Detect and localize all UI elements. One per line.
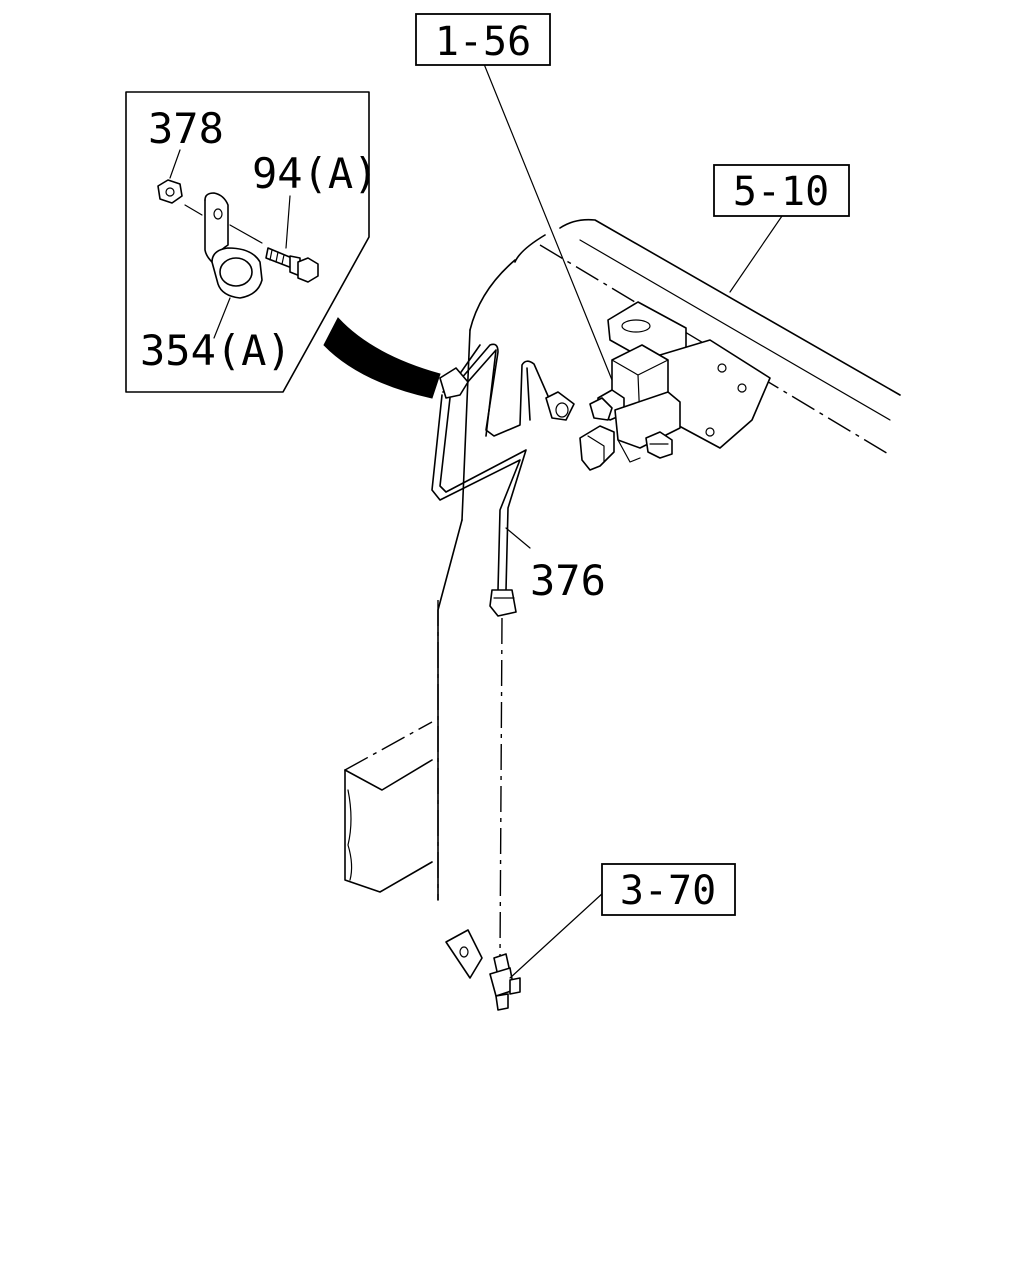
nut-378 — [157, 179, 183, 204]
clamp-354 — [204, 192, 263, 299]
leader-376 — [505, 527, 531, 549]
ref-label-5-10: 5-10 — [733, 169, 829, 215]
pipe-376 — [431, 343, 575, 617]
clip-detail-box: 378 94(A) 354(A) — [125, 91, 378, 393]
leader-1-56 — [483, 63, 613, 381]
ref-label-1-56: 1-56 — [435, 19, 531, 65]
part-label-354a: 354(A) — [140, 326, 292, 375]
pipe-continuation — [499, 617, 503, 959]
leader-3-70 — [509, 891, 605, 979]
part-label-376: 376 — [530, 556, 606, 605]
ref-box-5-10[interactable]: 5-10 — [713, 164, 850, 217]
part-label-94a: 94(A) — [252, 149, 378, 198]
lower-valve — [445, 929, 521, 1011]
part-label-378: 378 — [148, 104, 224, 153]
valve-assembly — [579, 301, 771, 471]
ref-label-3-70: 3-70 — [620, 868, 716, 914]
ref-box-3-70[interactable]: 3-70 — [601, 863, 736, 916]
detail-pointer-arrow — [323, 317, 441, 399]
ref-box-1-56[interactable]: 1-56 — [415, 13, 551, 66]
leader-5-10 — [729, 215, 783, 293]
bolt-94 — [265, 247, 319, 283]
